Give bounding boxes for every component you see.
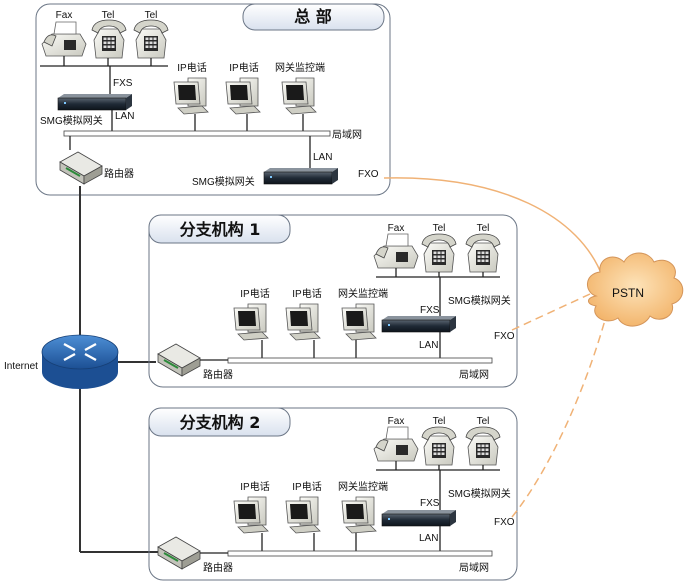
branch1-tel-1-icon — [421, 233, 457, 273]
branch1-section: 分支机构 1 Fax Tel Tel FXS SMG模拟网关 FXO LAN I… — [148, 214, 518, 388]
hq-fax-icon — [41, 21, 87, 57]
branch1-fax-icon — [373, 233, 419, 269]
branch1-title-tab — [148, 214, 291, 244]
hq-router-label: 路由器 — [104, 167, 134, 180]
internet-icon — [41, 334, 119, 370]
branch2-router-label: 路由器 — [203, 561, 233, 574]
branch2-gateway — [381, 509, 457, 527]
branch1-lan-label: LAN — [419, 340, 438, 351]
branch2-fxs-label: FXS — [420, 498, 440, 509]
hq-ip-phone-2-icon — [225, 77, 261, 115]
branch1-gateway — [381, 315, 457, 333]
branch1-router-icon — [157, 343, 201, 377]
branch2-pstn-link — [511, 319, 606, 518]
hq-lan2-label: LAN — [313, 152, 332, 163]
branch1-lan-bar — [227, 357, 493, 364]
branch1-terminal-2-label: IP电话 — [292, 287, 321, 300]
hq-tel-2-label: Tel — [145, 10, 158, 21]
hq-terminal-2-label: IP电话 — [229, 61, 258, 74]
internet-node: Internet — [4, 186, 158, 553]
branch2-lan-bar — [227, 550, 493, 557]
branch2-router-icon — [157, 536, 201, 570]
branch1-tel-2-icon — [465, 233, 501, 273]
branch2-terminal-2-label: IP电话 — [292, 480, 321, 493]
branch2-tel-2-icon — [465, 426, 501, 466]
branch2-box — [148, 407, 518, 581]
hq-tel-1-icon — [91, 19, 127, 59]
hq-title-tab — [242, 3, 385, 31]
branch1-fax-label: Fax — [388, 223, 405, 234]
branch1-fxo-label: FXO — [494, 331, 515, 342]
branch1-box — [148, 214, 518, 388]
hq-lan-net-label: 局域网 — [332, 128, 362, 141]
branch1-terminal-1-label: IP电话 — [240, 287, 269, 300]
hq-section: 总 部 Fax Tel Tel FXS SMG模拟网关 LAN IP电话 IP电… — [35, 3, 391, 196]
hq-gateway-1 — [57, 93, 133, 111]
branch2-terminal-3-label: 网关监控端 — [338, 480, 388, 493]
pstn-label: PSTN — [612, 286, 644, 300]
hq-router-icon — [59, 151, 103, 185]
branch2-monitor-pc-icon — [341, 496, 377, 534]
hq-fxs-label: FXS — [113, 78, 133, 89]
branch1-ip-phone-2-icon — [285, 303, 321, 341]
pstn-cloud-icon: PSTN — [587, 252, 684, 327]
branch1-pstn-link — [511, 293, 591, 331]
hq-ip-phone-1-icon — [173, 77, 209, 115]
branch2-fxo-label: FXO — [494, 517, 515, 528]
branch1-gateway-label: SMG模拟网关 — [448, 294, 511, 307]
branch1-tel-2-label: Tel — [477, 223, 490, 234]
branch1-tel-1-label: Tel — [433, 223, 446, 234]
branch2-tel-2-label: Tel — [477, 416, 490, 427]
branch2-fax-icon — [373, 426, 419, 462]
branch1-ip-phone-1-icon — [233, 303, 269, 341]
hq-fax-label: Fax — [56, 10, 73, 21]
branch2-lan-label: LAN — [419, 533, 438, 544]
hq-pstn-link — [383, 177, 604, 279]
hq-tel-1-label: Tel — [102, 10, 115, 21]
branch2-section: 分支机构 2 Fax Tel Tel FXS SMG模拟网关 FXO LAN I… — [148, 407, 518, 581]
internet-label: Internet — [4, 361, 38, 372]
hq-fxo-label: FXO — [358, 169, 379, 180]
branch2-title: 分支机构 2 — [180, 413, 261, 432]
branch1-monitor-pc-icon — [341, 303, 377, 341]
branch1-router-label: 路由器 — [203, 368, 233, 381]
branch2-ip-phone-1-icon — [233, 496, 269, 534]
hq-tel-2-icon — [133, 19, 169, 59]
branch2-gateway-label: SMG模拟网关 — [448, 487, 511, 500]
branch1-fxs-label: FXS — [420, 305, 440, 316]
branch2-ip-phone-2-icon — [285, 496, 321, 534]
hq-box — [35, 3, 391, 196]
hq-gateway-2-label: SMG模拟网关 — [192, 175, 255, 188]
pstn-links — [383, 177, 606, 518]
hq-title: 总 部 — [294, 7, 332, 26]
hq-gateway-1-label: SMG模拟网关 — [40, 114, 103, 127]
branch2-lan-net-label: 局域网 — [459, 561, 489, 574]
hq-gateway-2 — [263, 167, 339, 185]
hq-lan-bar — [63, 130, 331, 137]
branch2-terminal-1-label: IP电话 — [240, 480, 269, 493]
hq-monitor-pc-icon — [281, 77, 317, 115]
hq-terminal-1-label: IP电话 — [177, 61, 206, 74]
branch1-title: 分支机构 1 — [180, 220, 261, 239]
branch1-terminal-3-label: 网关监控端 — [338, 287, 388, 300]
hq-lan-label: LAN — [115, 111, 134, 122]
branch2-tel-1-label: Tel — [433, 416, 446, 427]
hq-terminal-3-label: 网关监控端 — [275, 61, 325, 74]
branch2-fax-label: Fax — [388, 416, 405, 427]
branch2-title-tab — [148, 407, 291, 437]
branch1-lan-net-label: 局域网 — [459, 368, 489, 381]
branch2-tel-1-icon — [421, 426, 457, 466]
